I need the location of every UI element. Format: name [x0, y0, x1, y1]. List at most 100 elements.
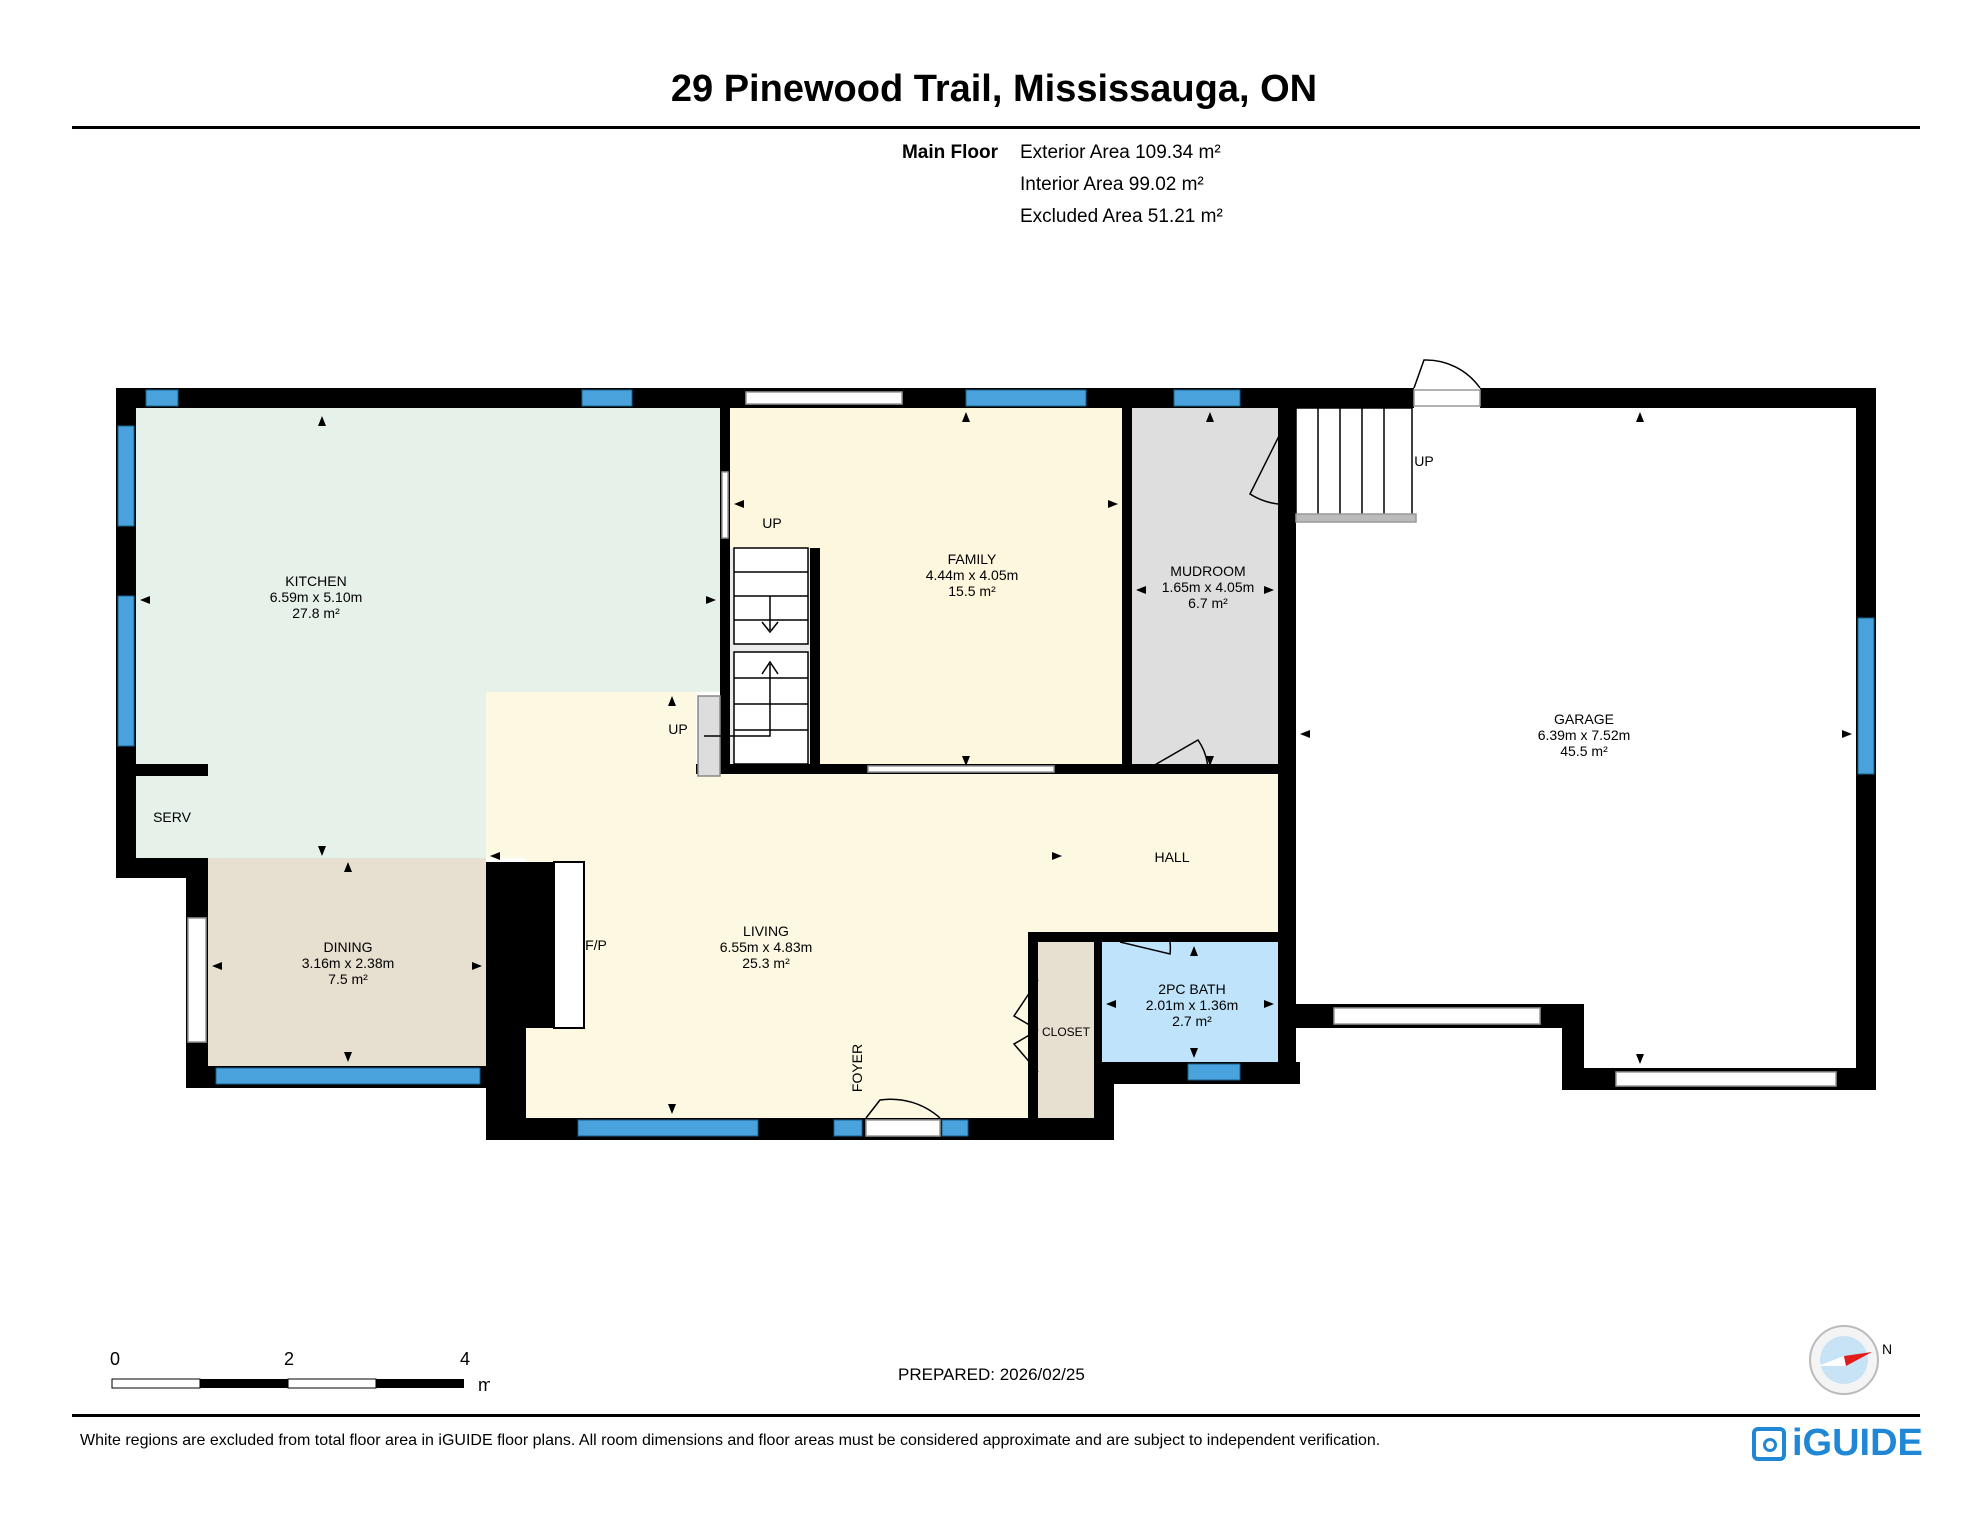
floor-name: Main Floor: [901, 142, 998, 163]
living-fill: [486, 692, 1278, 1118]
door-swing: [865, 1098, 941, 1119]
scale-tick-label: 4: [460, 1349, 470, 1369]
dim-arrow: [706, 596, 716, 604]
dim-arrow: [1106, 1000, 1116, 1008]
door-swing: [1413, 359, 1481, 389]
garage-dims: 6.39m x 7.52m: [1538, 727, 1631, 743]
mudroom-fill: [1132, 408, 1278, 770]
scale-segment: [287, 1378, 377, 1389]
dim-arrow: [1636, 1054, 1644, 1064]
scale-segment: [111, 1378, 201, 1389]
garage-stair: [1295, 407, 1413, 519]
dining-name: DINING: [324, 939, 373, 955]
compass-needle-south: [1818, 1356, 1846, 1366]
exterior-area: Exterior Area 109.34 m²: [1020, 142, 1221, 163]
bath-dims: 2.01m x 1.36m: [1146, 997, 1239, 1013]
dining-dims: 3.16m x 2.38m: [302, 955, 395, 971]
garage-door: [1615, 1071, 1837, 1087]
mudroom-name: MUDROOM: [1170, 563, 1245, 579]
living-area: 25.3 m²: [742, 955, 790, 971]
scale-bar: 0 2 4 m: [110, 1349, 490, 1395]
dim-arrow: [212, 962, 222, 970]
excluded-area: Excluded Area 51.21 m²: [1020, 206, 1223, 227]
up-label-garage: UP: [1414, 453, 1433, 469]
family-area: 15.5 m²: [948, 583, 996, 599]
bath-area: 2.7 m²: [1172, 1013, 1212, 1029]
dining-fill: [208, 858, 486, 1066]
window: [1173, 389, 1241, 407]
iguide-logo-icon: [1752, 1426, 1786, 1461]
scale-segment: [200, 1379, 288, 1388]
room-labels: KITCHEN 6.59m x 5.10m 27.8 m² FAMILY 4.4…: [153, 453, 1630, 1092]
serv-label: SERV: [153, 809, 192, 825]
window: [117, 595, 135, 747]
living-name: LIVING: [743, 923, 789, 939]
stair-landing: [1295, 513, 1417, 523]
dining-area: 7.5 m²: [328, 971, 368, 987]
dim-arrow: [344, 1052, 352, 1062]
dim-arrow: [962, 412, 970, 422]
dim-arrow: [1190, 946, 1198, 956]
kitchen-name: KITCHEN: [285, 573, 346, 589]
dim-arrow: [472, 962, 482, 970]
dim-arrow: [344, 862, 352, 872]
wall: [1278, 408, 1296, 1084]
fireplace-wall: [526, 862, 554, 1028]
dim-arrow: [668, 1104, 676, 1114]
stairs: [697, 407, 1417, 777]
dim-arrow: [140, 596, 150, 604]
dim-arrow: [962, 756, 970, 766]
stair-arrow: [761, 596, 779, 634]
kitchen-fill: [136, 408, 720, 858]
dim-arrow: [1264, 1000, 1274, 1008]
closet-label: CLOSET: [1042, 1025, 1091, 1039]
garage-name: GARAGE: [1554, 711, 1614, 727]
wall: [810, 548, 820, 770]
opening: [865, 1119, 941, 1137]
mudroom-dims: 1.65m x 4.05m: [1162, 579, 1255, 595]
kitchen-area: 27.8 m²: [292, 605, 340, 621]
scale-tick-label: 2: [284, 1349, 294, 1369]
wall: [1028, 932, 1278, 942]
up-label-living: UP: [668, 721, 687, 737]
dim-arrow: [1190, 1048, 1198, 1058]
wall: [116, 858, 208, 878]
window: [117, 425, 135, 527]
kitchen-dims: 6.59m x 5.10m: [270, 589, 363, 605]
window: [145, 389, 179, 407]
closet-fill: [1038, 942, 1094, 1118]
wall: [720, 408, 730, 770]
dim-arrow: [1052, 852, 1062, 860]
window: [833, 1119, 863, 1137]
window: [577, 1119, 759, 1137]
opening: [187, 917, 207, 1043]
dim-arrow: [1636, 412, 1644, 422]
wall: [136, 764, 208, 776]
dim-arrow: [1206, 756, 1214, 766]
garage-area: 45.5 m²: [1560, 743, 1608, 759]
openings: [187, 389, 1837, 1137]
iguide-logo-text: iGUIDE: [1792, 1422, 1923, 1464]
wall: [1028, 932, 1038, 1118]
opening: [1413, 389, 1481, 407]
interior-area: Interior Area 99.02 m²: [1020, 174, 1204, 195]
fp-label: F/P: [585, 937, 607, 953]
compass-needle-north: [1844, 1352, 1872, 1366]
dimension-arrows: [140, 412, 1852, 1114]
living-dims: 6.55m x 4.83m: [720, 939, 813, 955]
windows: [117, 389, 1875, 1137]
wall: [1122, 408, 1132, 770]
dim-arrow: [1206, 412, 1214, 422]
dim-arrow: [1264, 586, 1274, 594]
dim-arrow: [318, 846, 326, 856]
header-divider: [72, 126, 1920, 129]
iguide-logo: iGUIDE: [1752, 1422, 1923, 1465]
interior-stair: [733, 651, 809, 765]
dim-arrow: [1108, 500, 1118, 508]
family-dims: 4.44m x 4.05m: [926, 567, 1019, 583]
garage-door: [1333, 1007, 1541, 1025]
fireplace: [553, 861, 585, 1029]
compass-icon: N: [1809, 1325, 1892, 1395]
window: [581, 389, 633, 407]
dim-arrow: [1842, 730, 1852, 738]
